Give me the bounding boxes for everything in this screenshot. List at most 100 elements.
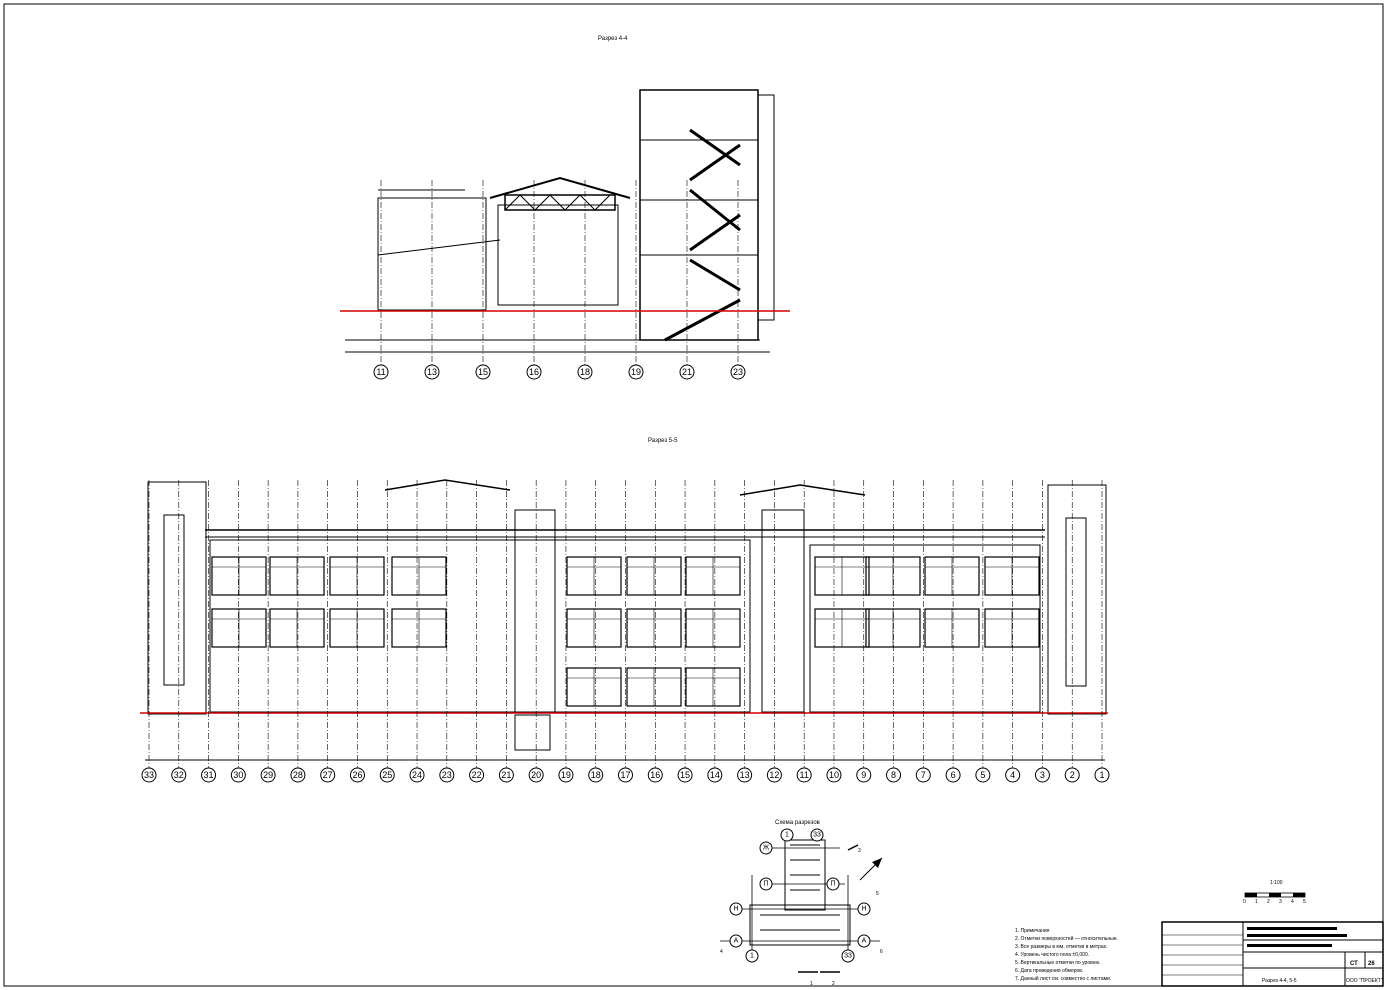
bottom-axis-bubble-20 [528, 767, 544, 783]
key-axis-33: 33 [844, 953, 852, 960]
key-axis-a-right: А [862, 938, 867, 945]
bottom-axis-label-9: 9 [861, 770, 866, 780]
key-axis-n-right: Н [861, 906, 866, 913]
top-axis-bubble-23 [730, 364, 746, 380]
top-axis-bubble-21 [679, 364, 695, 380]
bottom-axis-bubble-13 [737, 767, 753, 783]
bottom-axis-bubble-1 [1094, 767, 1110, 783]
bottom-axis-bubble-12 [766, 767, 782, 783]
cut-mark-4: 4 [720, 949, 723, 955]
bottom-axis-label-11: 11 [800, 770, 809, 780]
left-roof-slope [377, 239, 501, 256]
bottom-axis-label-5: 5 [980, 770, 985, 780]
stair-flights [664, 128, 741, 342]
bottom-axis-bubble-28 [290, 767, 306, 783]
bottom-axis-bubble-21 [498, 767, 514, 783]
truss [504, 194, 616, 211]
key-axis-1: 1 [750, 953, 754, 960]
brick-column [757, 94, 775, 321]
key-axis-33-top: 33 [813, 832, 821, 839]
bottom-axis-label-15: 15 [680, 770, 690, 780]
note-line-3: 3. Все размеры в мм, отметки в метрах. [1015, 944, 1108, 950]
bottom-axis-label-25: 25 [382, 770, 392, 780]
cut-marks: 1 2 3 4 5 6 [720, 844, 883, 987]
truss-web [504, 194, 611, 211]
top-axis-bubble-13 [424, 364, 440, 380]
pit [514, 714, 551, 751]
bottom-axis-bubble-11 [796, 767, 812, 783]
top-axis-label-16: 16 [529, 367, 539, 377]
bottom-axis-bubble-22 [469, 767, 485, 783]
top-axis-bubble-15 [475, 364, 491, 380]
key-axis-1-top: 1 [785, 832, 789, 839]
cut-mark-5: 5 [876, 891, 879, 897]
key-plan-tower-block [784, 839, 826, 911]
top-axis-bubble-16 [526, 364, 542, 380]
bottom-axis-label-26: 26 [352, 770, 362, 780]
scale-tick-2: 2 [1267, 899, 1270, 905]
section-5-5-title: Разрез 5-5 [648, 438, 678, 444]
west-tower [147, 481, 207, 715]
scale-tick-3: 3 [1279, 899, 1282, 905]
title-sheet-name: Разрез 4-4, 5-5 [1262, 978, 1297, 984]
key-axis-p-right: П [830, 881, 835, 888]
bottom-axis-label-23: 23 [442, 770, 452, 780]
bottom-axis-label-30: 30 [233, 770, 243, 780]
core-left [514, 509, 556, 713]
note-line-1: 1. Примечания [1015, 928, 1050, 934]
top-axis-label-13: 13 [427, 367, 437, 377]
west-wing [209, 539, 751, 713]
bottom-axis-bubble-30 [230, 767, 246, 783]
bottom-axis-bubble-14 [707, 767, 723, 783]
bottom-axis-bubble-8 [886, 767, 902, 783]
top-axis-bubble-11 [373, 364, 389, 380]
top-axis-label-23: 23 [733, 367, 743, 377]
bottom-axis-label-7: 7 [921, 770, 926, 780]
bottom-axis-label-18: 18 [591, 770, 601, 780]
bottom-axis-label-16: 16 [650, 770, 660, 780]
cut-mark-3: 3 [858, 848, 861, 854]
bottom-axis-bubble-26 [349, 767, 365, 783]
key-plan-hatch [760, 844, 840, 931]
section-4-4-title: Разрез 4-4 [598, 36, 628, 42]
scale-tick-4: 4 [1291, 899, 1294, 905]
scale-tick-0: 0 [1243, 899, 1246, 905]
bottom-axis-label-19: 19 [561, 770, 571, 780]
bottom-axis-label-13: 13 [740, 770, 750, 780]
bottom-axis-label-31: 31 [204, 770, 214, 780]
bottom-axis-label-32: 32 [174, 770, 184, 780]
bottom-axis-bubble-7 [915, 767, 931, 783]
bottom-axis-bubble-6 [945, 767, 961, 783]
scale-tick-5: 5 [1303, 899, 1306, 905]
key-plan-bubbles: Ж П П Н Н А А 1 33 33 1 [729, 828, 871, 963]
bottom-axis-bubble-23 [439, 767, 455, 783]
bottom-axis-bubble-3 [1034, 767, 1050, 783]
bottom-axis-bubble-9 [856, 767, 872, 783]
top-axis-label-18: 18 [580, 367, 590, 377]
top-axis-label-21: 21 [682, 367, 692, 377]
windows-group [211, 556, 1040, 707]
top-axis-label-19: 19 [631, 367, 641, 377]
bottom-axis-label-10: 10 [829, 770, 839, 780]
scale-bar: 1:100 0 1 2 3 4 5 [1243, 880, 1306, 905]
notes-block: 1. Примечания 2. Отметки поверхностей — … [1015, 928, 1118, 982]
bottom-axis-bubble-27 [320, 767, 336, 783]
bottom-axis-bubble-24 [409, 767, 425, 783]
key-axis-zh: Ж [763, 845, 770, 852]
roof-peak-right [739, 484, 866, 496]
east-tower [1047, 484, 1107, 715]
top-axis-bubble-18 [577, 364, 593, 380]
bottom-axis-bubble-16 [647, 767, 663, 783]
top-axis-label-11: 11 [376, 367, 385, 377]
bottom-axis-bubble-5 [975, 767, 991, 783]
bottom-axis-label-2: 2 [1070, 770, 1075, 780]
bottom-axis-bubble-17 [618, 767, 633, 783]
bottom-axis-bubble-32 [171, 767, 187, 783]
bottom-axis-label-8: 8 [891, 770, 896, 780]
hall-outline [497, 204, 619, 306]
cut-mark-1: 1 [810, 981, 813, 987]
